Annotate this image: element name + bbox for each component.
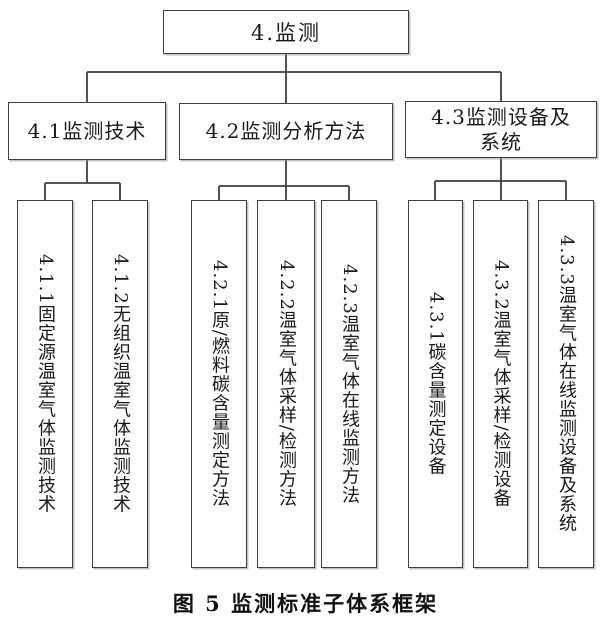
node-4-2-3: 4.2.3温室气体在线监测方法 — [321, 200, 377, 568]
node-4-2-3-label: 4.2.3温室气体在线监测方法 — [339, 263, 360, 505]
node-monitoring-analysis-methods: 4.2监测分析方法 — [179, 103, 393, 160]
node-monitoring-technology-label: 4.1监测技术 — [27, 118, 147, 143]
node-monitoring-technology: 4.1监测技术 — [8, 102, 166, 160]
node-4-3-1: 4.3.1碳含量测定设备 — [408, 200, 463, 568]
node-4-1-1: 4.1.1固定源温室气体监测技术 — [17, 200, 73, 568]
node-monitoring-root-label: 4.监测 — [250, 21, 322, 45]
node-4-1-2: 4.1.2无组织温室气体监测技术 — [92, 200, 148, 568]
node-4-1-2-label: 4.1.2无组织温室气体监测技术 — [110, 254, 131, 514]
node-4-3-3: 4.3.3温室气体在线监测设备及系统 — [538, 200, 594, 568]
node-monitoring-equipment-systems-label: 4.3监测设备及 系统 — [431, 104, 571, 154]
node-4-2-2-label: 4.2.2温室气体采样/检测方法 — [276, 260, 297, 508]
node-4-2-1: 4.2.1原/燃料碳含量测定方法 — [191, 200, 247, 568]
node-4-1-1-label: 4.1.1固定源温室气体监测技术 — [35, 254, 56, 514]
node-monitoring-equipment-systems: 4.3监测设备及 系统 — [405, 101, 597, 158]
node-monitoring-root: 4.监测 — [163, 10, 409, 54]
node-4-2-1-label: 4.2.1原/燃料碳含量测定方法 — [209, 260, 230, 508]
node-monitoring-analysis-methods-label: 4.2监测分析方法 — [205, 119, 367, 143]
node-4-3-1-label: 4.3.1碳含量测定设备 — [425, 292, 447, 476]
figure-caption: 图 5 监测标准子体系框架 — [172, 591, 439, 616]
node-4-2-2: 4.2.2温室气体采样/检测方法 — [257, 200, 315, 568]
node-4-3-3-label: 4.3.3温室气体在线监测设备及系统 — [556, 235, 577, 533]
node-4-3-2: 4.3.2温室气体采样/检测设备 — [473, 200, 528, 568]
node-4-3-2-label: 4.3.2温室气体采样/检测设备 — [490, 260, 512, 508]
